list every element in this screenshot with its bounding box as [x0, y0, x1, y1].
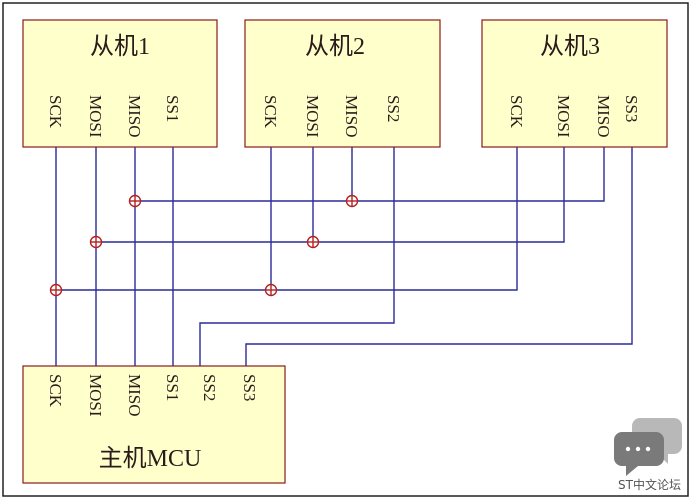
master-title: 主机MCU	[99, 445, 202, 472]
pin-label-ss2: SS2	[200, 374, 219, 401]
junctions	[49, 194, 359, 297]
chat-bubble-icon	[614, 418, 682, 476]
wire-ss3	[245, 147, 633, 366]
slave-rect	[481, 19, 668, 148]
slave-title: 从机3	[540, 33, 600, 60]
pin-label-sck: SCK	[261, 95, 280, 129]
wire-s3-sck	[56, 147, 518, 291]
pin-label-mosi: MOSI	[554, 95, 573, 138]
wire-ss2	[199, 147, 395, 366]
pin-label-mosi: MOSI	[86, 374, 105, 417]
pin-label-miso: MISO	[342, 95, 361, 138]
junction-marker	[89, 235, 103, 249]
pin-label-mosi: MOSI	[303, 95, 322, 138]
pin-label-ss2: SS2	[384, 95, 403, 122]
master-rect	[22, 365, 286, 484]
junction-marker	[128, 194, 142, 208]
pin-label-ss3: SS3	[240, 374, 259, 401]
wire-s3-miso	[135, 147, 605, 202]
slave-rect	[22, 19, 218, 148]
pin-label-sck: SCK	[46, 95, 65, 129]
junction-marker	[345, 194, 359, 208]
junction-marker	[49, 283, 63, 297]
pin-label-ss3: SS3	[622, 95, 641, 122]
master-box: 主机MCU SCK MOSI MISO SS1 SS2 SS3	[22, 365, 286, 484]
bus-wires	[55, 147, 633, 366]
pin-label-ss1: SS1	[163, 95, 182, 122]
watermark-text: ST中文论坛	[618, 477, 681, 492]
pin-label-mosi: MOSI	[86, 95, 105, 138]
slave-title: 从机1	[90, 33, 150, 60]
pin-label-sck: SCK	[46, 374, 65, 408]
pin-label-sck: SCK	[507, 95, 526, 129]
junction-marker	[306, 235, 320, 249]
slave-title: 从机2	[305, 33, 365, 60]
wire-s3-mosi	[96, 147, 565, 243]
pin-label-miso: MISO	[125, 374, 144, 417]
pin-label-miso: MISO	[125, 95, 144, 138]
junction-marker	[264, 283, 278, 297]
pin-label-ss1: SS1	[163, 374, 182, 401]
pin-label-miso: MISO	[594, 95, 613, 138]
slave-rect	[244, 19, 441, 148]
